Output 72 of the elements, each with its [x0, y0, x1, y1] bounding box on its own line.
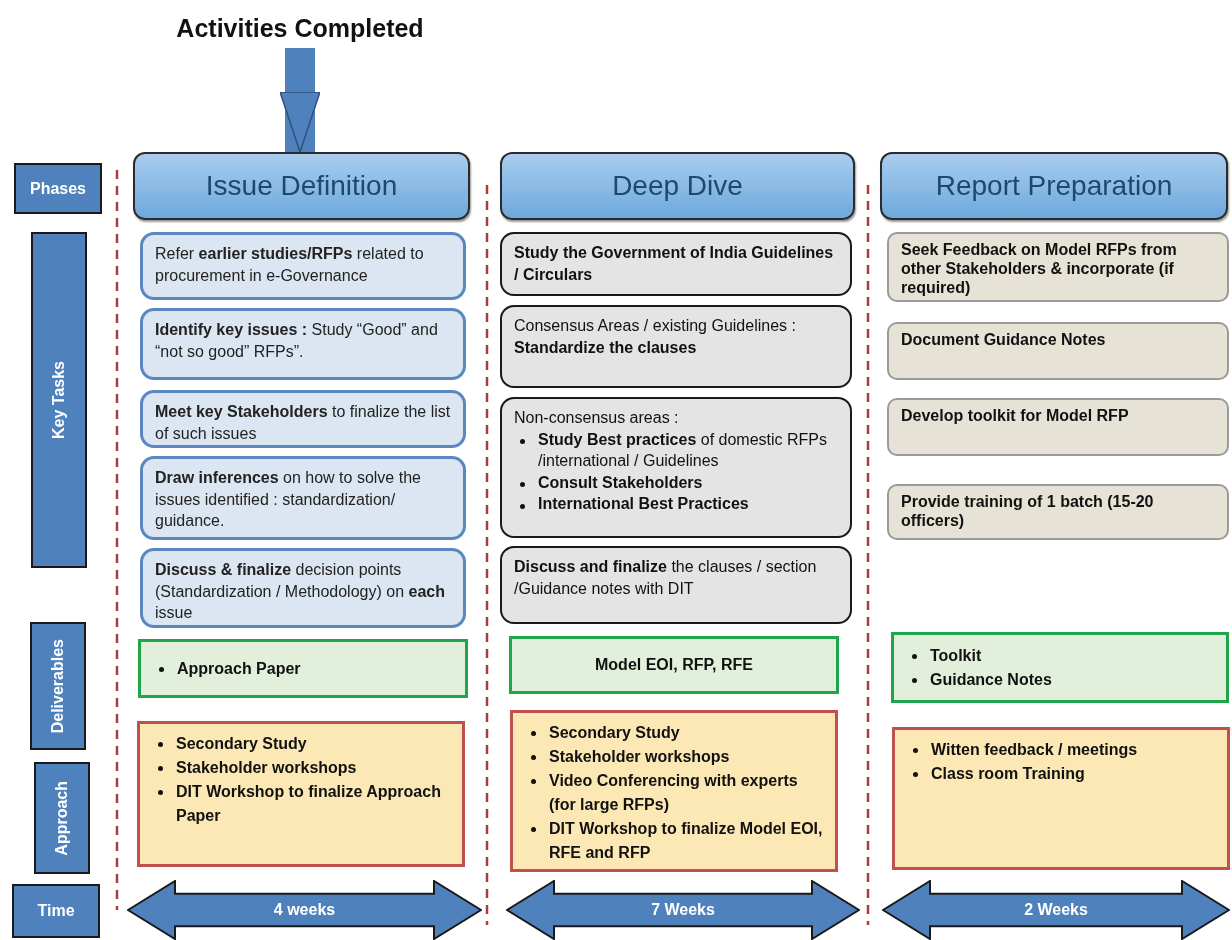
- duration-label: 2 Weeks: [1024, 901, 1088, 919]
- task-text: Discuss & finalize decision points (Standardization / Methodology) on each issue: [155, 560, 446, 624]
- approach-box: [892, 727, 1230, 870]
- duration-label: 4 weeks: [273, 901, 336, 919]
- heading-text: Activities Completed: [176, 13, 424, 43]
- task-box: [500, 546, 852, 624]
- deliverable-text: Model EOI, RFP, RFE: [594, 655, 754, 675]
- task-text: Provide training of 1 batch (15-20 officers): [901, 492, 1155, 531]
- row-label: Key Tasks: [50, 361, 68, 439]
- task-text: Consensus Areas / existing Guidelines : Standardize the clauses: [514, 316, 797, 358]
- phase-header: [880, 152, 1228, 220]
- approach-text: Secondary Study: [152, 732, 450, 756]
- approach-text: Secondary Study: [525, 721, 823, 745]
- deliverable-box: [509, 636, 839, 694]
- dimension-line: [882, 880, 1230, 940]
- approach-text: Class room Training: [907, 762, 1215, 786]
- row-label-box: [31, 232, 87, 568]
- row-label-box: [30, 622, 86, 750]
- row-label: Approach: [53, 780, 71, 856]
- task-text: Refer earlier studies/RFPs related to procurement in e-Governance: [155, 244, 425, 286]
- task-text: Draw inferences on how to solve the issues identified : standardization/ guidance.: [155, 468, 422, 532]
- row-label: Time: [37, 902, 75, 920]
- task-box: [887, 232, 1229, 302]
- duration-label: 7 Weeks: [651, 901, 715, 919]
- task-text: Identify key issues : Study “Good” and “not so good” RFPs”.: [155, 320, 439, 362]
- task-box: [140, 548, 466, 628]
- approach-text: Stakeholder workshops: [525, 745, 823, 769]
- task-text: Develop toolkit for Model RFP: [901, 406, 1130, 426]
- approach-text: Stakeholder workshops: [152, 756, 450, 780]
- deliverable-box: [891, 632, 1229, 703]
- row-label: Phases: [29, 179, 86, 198]
- task-text: Seek Feedback on Model RFPs from other Stakeholders & incorporate (if required): [901, 240, 1178, 298]
- task-text: Non-consensus areas :: [514, 408, 680, 428]
- task-box: [500, 397, 852, 538]
- block-arrow: [279, 48, 321, 153]
- deliverable-text: Approach Paper: [153, 656, 453, 681]
- task-box: [140, 232, 466, 300]
- approach-text: DIT Workshop to finalize Model EOI, RFE and RFP: [525, 817, 823, 865]
- dimension-line: [127, 880, 482, 940]
- task-box: [140, 390, 466, 448]
- task-box: [140, 308, 466, 380]
- phase-title: Deep Dive: [612, 170, 743, 202]
- deliverable-box: [138, 639, 468, 698]
- task-box: [887, 398, 1229, 456]
- phase-title: Report Preparation: [935, 170, 1173, 202]
- task-box: [887, 484, 1229, 540]
- row-label: Deliverables: [49, 638, 67, 734]
- phase-header: [500, 152, 855, 220]
- dimension-line: [506, 880, 860, 940]
- task-text: Study the Government of India Guidelines / Circulars: [514, 243, 835, 285]
- deliverable-text: Toolkit: [906, 643, 1214, 668]
- approach-text: Witten feedback / meetings: [907, 738, 1215, 762]
- phase-header: [133, 152, 470, 220]
- task-box: [500, 305, 852, 388]
- approach-text: Video Conferencing with experts (for large RFPs): [525, 769, 823, 817]
- task-text: Consult Stakeholders: [514, 471, 838, 494]
- approach-box: [510, 710, 838, 872]
- row-label-box: [34, 762, 90, 874]
- task-text: Discuss and finalize the clauses / section /Guidance notes with DIT: [514, 557, 818, 599]
- approach-text: DIT Workshop to finalize Approach Paper: [152, 780, 450, 828]
- deliverable-text: Guidance Notes: [906, 667, 1214, 692]
- phase-title: Issue Definition: [205, 170, 398, 202]
- task-text: International Best Practices: [514, 493, 838, 515]
- row-label-box: [12, 884, 100, 938]
- task-text: Study Best practices of domestic RFPs /international / Guidelines: [514, 428, 838, 472]
- task-box: [887, 322, 1229, 380]
- task-box: [500, 232, 852, 296]
- row-label-box: [14, 163, 102, 214]
- task-text: Document Guidance Notes: [901, 330, 1107, 350]
- task-text: Meet key Stakeholders to finalize the list of such issues: [155, 402, 451, 444]
- task-box: [140, 456, 466, 540]
- approach-box: [137, 721, 465, 867]
